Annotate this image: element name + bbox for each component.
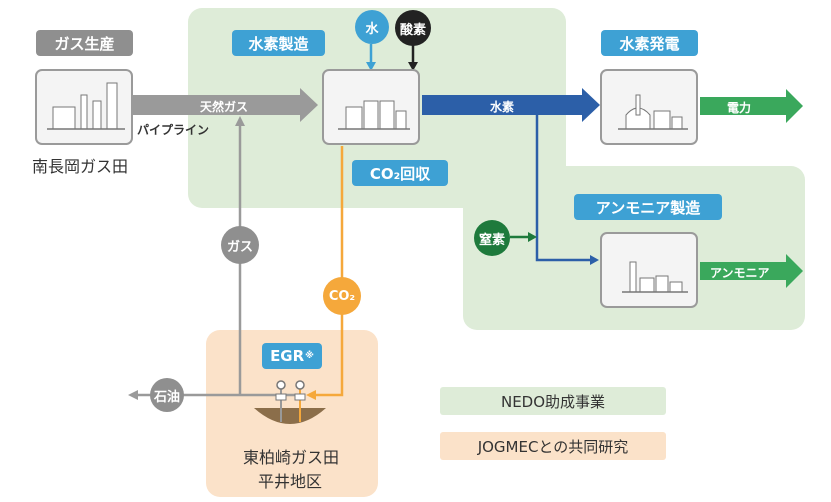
tag-hydrogen-power: 水素発電 bbox=[601, 30, 698, 56]
oil-badge: 石油 bbox=[150, 378, 184, 412]
label-natural-gas: 天然ガス bbox=[200, 100, 249, 114]
gas-badge: ガス bbox=[221, 226, 259, 264]
egr-note-mark: ※ bbox=[305, 351, 314, 361]
hydrogen-plant-box bbox=[322, 69, 420, 145]
legend-jogmec: JOGMECとの共同研究 bbox=[440, 432, 666, 460]
hydrogen-branch-line bbox=[535, 115, 590, 262]
tag-co2-capture: CO₂回収 bbox=[352, 160, 448, 186]
label-pipeline: パイプライン bbox=[137, 123, 210, 137]
electricity-arrow bbox=[700, 89, 803, 123]
ammonia-plant-icon bbox=[622, 261, 688, 293]
gas-plant-box bbox=[35, 69, 133, 145]
water-head bbox=[366, 62, 376, 71]
caption-hirai: 平井地区 bbox=[258, 472, 323, 491]
co2-badge: CO₂ bbox=[323, 277, 361, 315]
label-electricity: 電力 bbox=[727, 101, 752, 115]
caption-minami-nagaoka: 南長岡ガス田 bbox=[32, 157, 129, 176]
co2-head bbox=[306, 390, 316, 400]
natural-gas-arrow bbox=[133, 88, 318, 122]
tag-ammonia-production: アンモニア製造 bbox=[574, 194, 722, 220]
ammonia-arrow bbox=[700, 254, 803, 288]
oxygen-head bbox=[408, 62, 418, 71]
nitrogen-head bbox=[528, 232, 537, 242]
label-ammonia: アンモニア bbox=[710, 266, 770, 280]
power-plant-icon bbox=[618, 94, 688, 130]
water-badge: 水 bbox=[355, 10, 389, 44]
egr-label: EGR bbox=[270, 347, 305, 365]
ammonia-plant-box bbox=[600, 232, 698, 308]
tag-egr: EGR※ bbox=[262, 343, 322, 369]
reservoir bbox=[254, 408, 326, 424]
gas-return-head bbox=[235, 116, 245, 126]
nitrogen-badge: 窒素 bbox=[474, 220, 510, 256]
caption-higashi-kashiwazaki: 東柏崎ガス田 bbox=[243, 448, 340, 467]
hydrogen-branch-head bbox=[590, 255, 599, 265]
oil-head bbox=[128, 390, 138, 400]
oxygen-badge: 酸素 bbox=[395, 10, 431, 46]
nedo-zone-join bbox=[463, 166, 566, 208]
hydrogen-arrow bbox=[422, 88, 600, 122]
hydrogen-plant-icon bbox=[338, 100, 410, 130]
label-hydrogen: 水素 bbox=[490, 100, 515, 114]
well-icons bbox=[275, 380, 306, 422]
co2-line bbox=[313, 146, 344, 397]
tag-hydrogen-production: 水素製造 bbox=[232, 30, 325, 56]
tag-gas-production: ガス生産 bbox=[36, 30, 133, 56]
gas-plant-icon bbox=[47, 82, 125, 130]
power-plant-box bbox=[600, 69, 698, 145]
legend-nedo: NEDO助成事業 bbox=[440, 387, 666, 415]
